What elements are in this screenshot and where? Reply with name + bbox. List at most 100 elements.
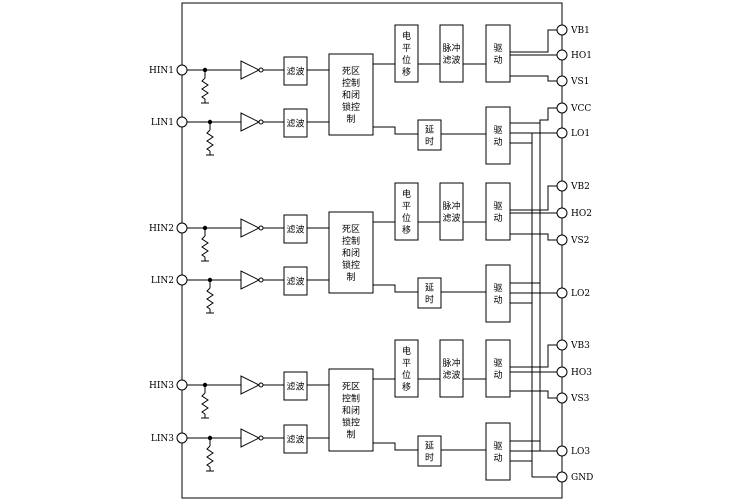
level-shift-block-label: 平 <box>402 201 411 212</box>
pin-lo3-label: LO3 <box>571 447 590 457</box>
level-shift-block-label: 位 <box>402 369 411 381</box>
junction-dot <box>207 277 213 283</box>
pin-ho1-label: HO1 <box>571 51 592 61</box>
buffer-symbol <box>240 60 261 80</box>
buffer-symbol <box>240 428 261 448</box>
low-side-driver-block-label: 驱 <box>493 125 502 136</box>
deadzone-control-block-label: 和闭 <box>342 89 360 101</box>
pulse-filter-block <box>439 339 464 398</box>
pin-ho3 <box>556 366 568 378</box>
pin-ho2 <box>556 207 568 219</box>
pulse-filter-block-label: 滤波 <box>442 369 460 381</box>
pulse-filter-block-label: 脉冲 <box>442 200 460 212</box>
pin-lin3-label: LIN3 <box>151 434 174 444</box>
low-side-driver-block-label: 动 <box>493 137 502 148</box>
deadzone-control-block <box>328 368 374 452</box>
deadzone-control-block-label: 制 <box>346 429 355 441</box>
junction-dot <box>207 119 213 125</box>
junction-dot <box>207 435 213 441</box>
pin-lo1 <box>556 127 568 139</box>
driver-vs-wire <box>510 390 557 399</box>
level-shift-block <box>394 339 419 398</box>
level-shift-block-label: 电 <box>402 30 411 42</box>
low-side-driver-block-label: 驱 <box>493 441 502 452</box>
pin-vs2-label: VS2 <box>570 236 589 246</box>
deadzone-control-block <box>328 53 374 136</box>
level-shift-block-label: 电 <box>402 345 411 357</box>
level-shift-block-label: 移 <box>402 381 411 393</box>
delay-block-label: 时 <box>425 136 434 148</box>
deadzone-control-block-label: 和闭 <box>342 247 360 259</box>
pin-ho1 <box>556 49 568 61</box>
delay-block-label: 时 <box>425 294 434 306</box>
deadzone-control-block-label: 和闭 <box>342 405 360 417</box>
pin-vs1 <box>556 75 568 87</box>
deadzone-control-block-label: 死区 <box>342 224 360 235</box>
level-shift-block-label: 位 <box>402 54 411 66</box>
resistor-symbol <box>206 445 214 468</box>
pin-hin2-label: HIN2 <box>149 224 174 234</box>
delay-block-label: 延 <box>425 282 434 294</box>
junction-dot <box>202 382 208 388</box>
buffer-output <box>258 67 264 73</box>
pin-vs3-label: VS3 <box>570 394 590 404</box>
buffer-output <box>258 382 264 388</box>
pulse-filter-block-label: 滤波 <box>442 54 460 66</box>
filter-block-low <box>283 266 308 296</box>
level-shift-block-label: 电 <box>402 188 411 200</box>
pin-vb2 <box>556 180 568 192</box>
low-side-driver-block-label: 驱 <box>493 283 502 294</box>
high-side-driver-block-label: 驱 <box>493 201 502 212</box>
pin-vs1-label: VS1 <box>570 77 589 87</box>
driver-vb-wire <box>510 185 557 211</box>
low-side-driver-block-label: 动 <box>493 295 502 306</box>
level-shift-block-label: 平 <box>402 43 411 54</box>
delay-block <box>417 119 442 151</box>
high-side-driver-block <box>485 339 511 398</box>
level-shift-block-label: 位 <box>402 212 411 224</box>
level-shift-block-label: 移 <box>402 66 411 78</box>
pin-vb1-label: VB1 <box>570 26 590 36</box>
deadzone-control-block <box>328 211 374 294</box>
high-side-driver-block <box>485 182 511 241</box>
pin-gnd-label: GND <box>571 473 593 483</box>
deadzone-control-block-label: 控制 <box>342 77 360 89</box>
pulse-filter-block <box>439 24 464 83</box>
pin-hin2 <box>176 222 188 234</box>
chip-outline <box>181 2 563 499</box>
delay-block-label: 时 <box>425 452 434 464</box>
deadzone-control-block-label: 制 <box>346 113 355 125</box>
deadzone-control-block-label: 锁控 <box>342 417 360 429</box>
pin-vb1 <box>556 24 568 36</box>
filter-block-high <box>283 371 308 401</box>
resistor-symbol <box>201 235 209 258</box>
deadzone-control-block-label: 死区 <box>342 382 360 393</box>
high-side-driver-block-label: 驱 <box>493 43 502 54</box>
low-side-driver-block <box>485 106 511 165</box>
resistor-symbol <box>201 392 209 415</box>
filter-block-low-label: 滤波 <box>286 434 304 446</box>
pin-vb2-label: VB2 <box>570 182 590 192</box>
pin-hin3 <box>176 379 188 391</box>
pin-lo2 <box>556 287 568 299</box>
pin-vs3 <box>556 392 568 404</box>
buffer-symbol <box>240 270 261 290</box>
high-side-driver-block <box>485 24 511 83</box>
delay-block <box>417 277 442 309</box>
filter-block-low <box>283 424 308 454</box>
buffer-output <box>258 277 264 283</box>
filter-block-high-label: 滤波 <box>286 224 304 236</box>
junction-dot <box>202 67 208 73</box>
pin-hin1 <box>176 64 188 76</box>
pin-ho3-label: HO3 <box>571 368 592 378</box>
filter-block-high-label: 滤波 <box>286 66 304 78</box>
pin-hin1-label: HIN1 <box>149 66 174 76</box>
diagram-wiring <box>181 2 563 499</box>
level-shift-block <box>394 182 419 241</box>
pin-ho2-label: HO2 <box>571 209 592 219</box>
driver-vb-wire <box>510 29 557 53</box>
deadzone-control-block-label: 制 <box>346 271 355 283</box>
vcc-wire <box>539 107 557 133</box>
pin-lo2-label: LO2 <box>571 289 590 299</box>
